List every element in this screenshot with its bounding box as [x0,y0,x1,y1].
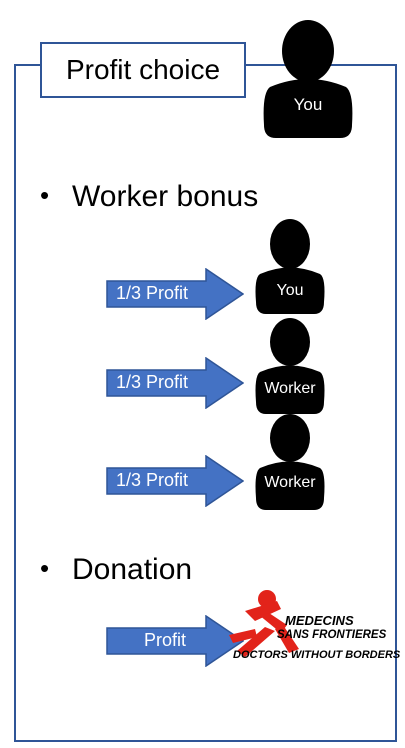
arrow-3: 1/3 Profit [106,455,244,507]
msf-line2: SANS FRONTIERES [277,629,387,641]
person-label: You [276,282,304,299]
arrow-label: Profit [144,630,187,650]
arrow-2: 1/3 Profit [106,357,244,409]
bullet-dot: • [40,553,50,583]
person-label: Worker [264,474,316,491]
section-heading: Donation [72,553,193,586]
title-box: Profit choice [40,42,246,98]
msf-logo: MEDECINS SANS FRONTIERES DOCTORS WITHOUT… [225,585,400,695]
msf-running-man-icon [229,590,299,657]
arrow-label: 1/3 Profit [116,372,189,392]
title-text: Profit choice [65,54,221,85]
person-label: Worker [264,380,316,397]
bullet-dot: • [40,180,50,210]
arrow-label: 1/3 Profit [116,470,189,490]
person-icon-you-top: You [262,15,354,140]
arrow-1: 1/3 Profit [106,268,244,320]
person-label: You [293,95,323,114]
person-icon-worker: Worker [254,316,326,416]
msf-line1: MEDECINS [285,613,354,628]
msf-line3: DOCTORS WITHOUT BORDERS [233,649,401,661]
arrow-donation: Profit [106,615,244,667]
arrow-label: 1/3 Profit [116,283,189,303]
person-icon-worker: Worker [254,412,326,512]
section-heading: Worker bonus [72,180,259,213]
person-icon-you: You [254,216,326,316]
